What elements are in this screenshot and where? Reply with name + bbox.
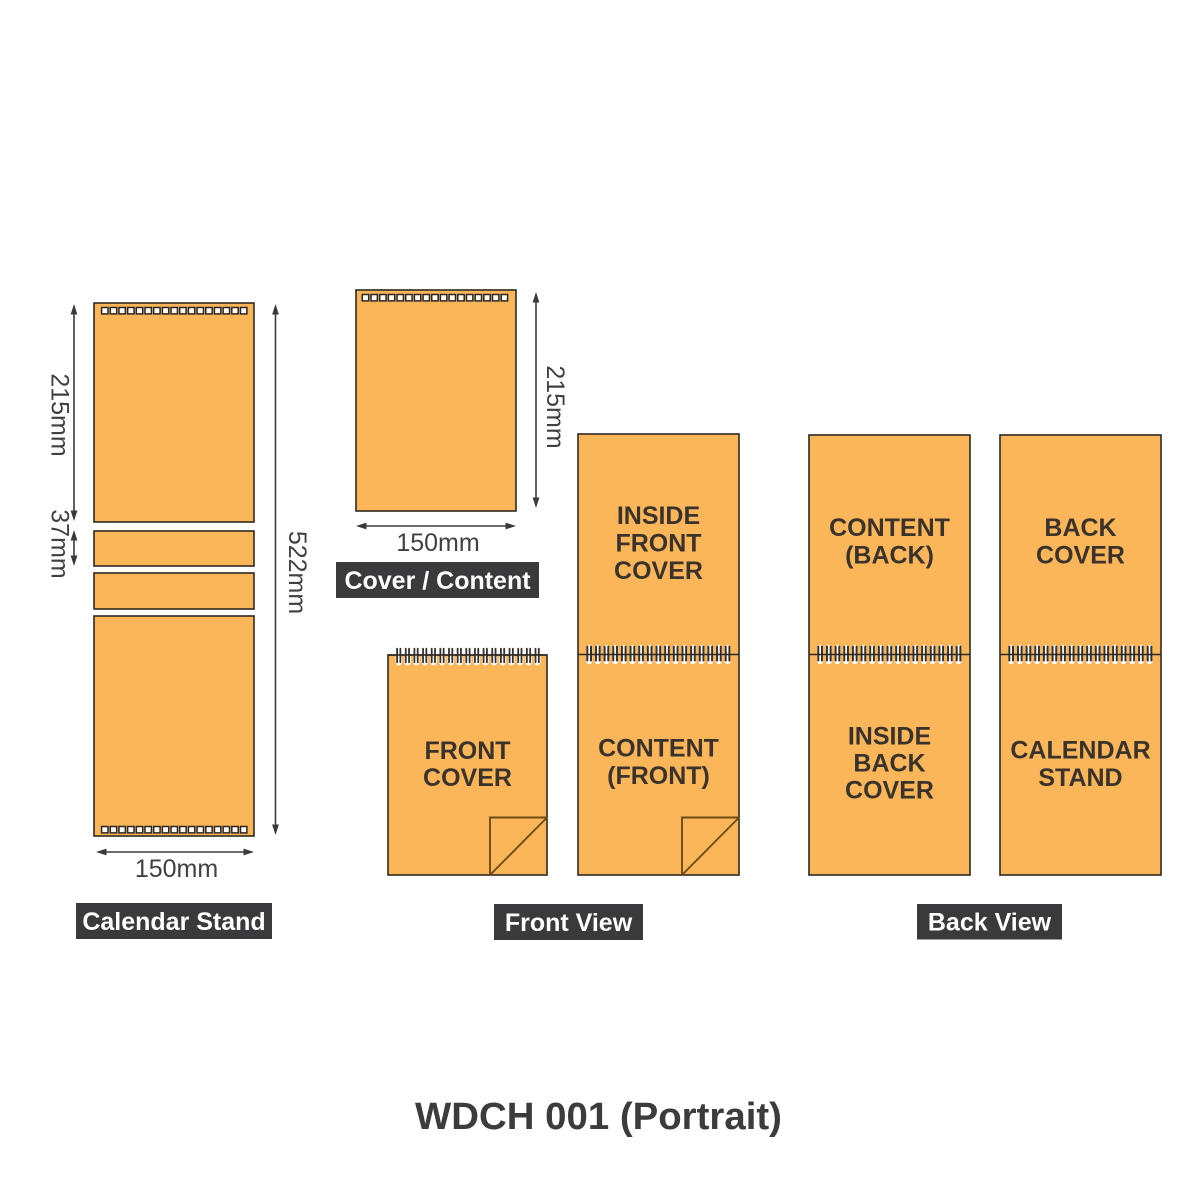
- svg-text:150mm: 150mm: [396, 529, 479, 557]
- svg-text:215mm: 215mm: [541, 365, 569, 448]
- svg-text:522mm: 522mm: [283, 531, 311, 614]
- svg-text:CONTENT: CONTENT: [598, 735, 719, 763]
- svg-text:(FRONT): (FRONT): [607, 762, 710, 790]
- svg-text:COVER: COVER: [845, 777, 934, 805]
- svg-text:215mm: 215mm: [45, 373, 73, 456]
- svg-text:STAND: STAND: [1038, 764, 1122, 792]
- svg-text:Back View: Back View: [928, 909, 1052, 937]
- svg-text:CONTENT: CONTENT: [829, 514, 950, 542]
- svg-text:Calendar Stand: Calendar Stand: [82, 908, 265, 936]
- svg-text:Cover / Content: Cover / Content: [344, 567, 531, 595]
- svg-text:INSIDE: INSIDE: [617, 502, 700, 530]
- svg-text:BACK: BACK: [853, 750, 925, 778]
- svg-text:BACK: BACK: [1044, 514, 1116, 542]
- svg-text:(BACK): (BACK): [845, 542, 934, 570]
- svg-text:37mm: 37mm: [45, 509, 73, 578]
- svg-text:COVER: COVER: [614, 557, 703, 585]
- svg-text:COVER: COVER: [423, 764, 512, 792]
- svg-text:Front View: Front View: [505, 909, 633, 937]
- svg-text:150mm: 150mm: [135, 855, 218, 883]
- svg-text:WDCH 001 (Portrait): WDCH 001 (Portrait): [415, 1095, 782, 1138]
- svg-text:CALENDAR: CALENDAR: [1010, 737, 1150, 765]
- svg-text:COVER: COVER: [1036, 542, 1125, 570]
- svg-text:FRONT: FRONT: [615, 530, 701, 558]
- svg-text:INSIDE: INSIDE: [848, 723, 931, 751]
- svg-text:FRONT: FRONT: [424, 737, 510, 765]
